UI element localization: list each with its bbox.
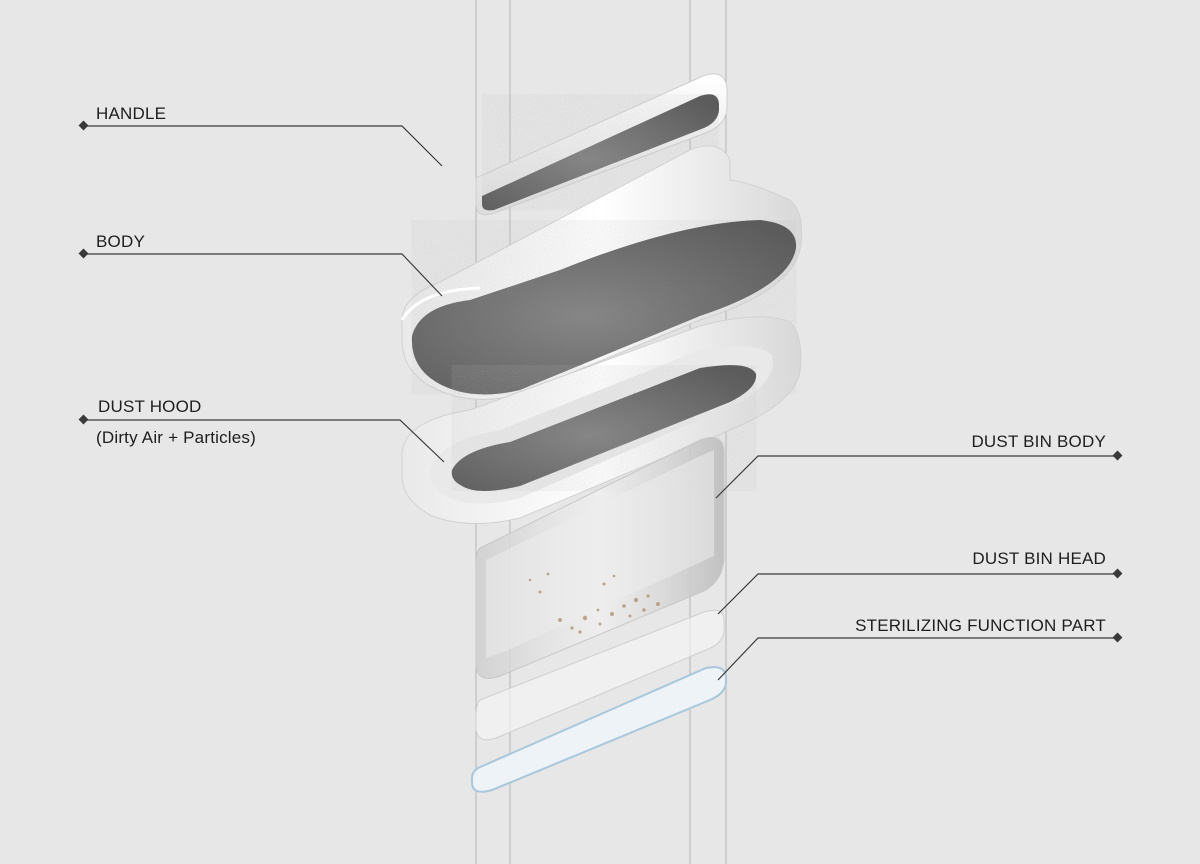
leader-dots bbox=[78, 120, 1123, 643]
dust-hood-part bbox=[401, 316, 802, 524]
label-dust-hood: DUST HOOD bbox=[98, 397, 202, 416]
dust-bin-body-part bbox=[475, 437, 725, 679]
leader-lines bbox=[84, 125, 1118, 681]
label-sterilizing-function-part: STERILIZING FUNCTION PART bbox=[855, 616, 1106, 635]
leader-body bbox=[84, 253, 443, 297]
leader-dust-hood bbox=[84, 419, 445, 463]
leader-dust-bin-head bbox=[717, 573, 1118, 615]
particles bbox=[528, 572, 660, 634]
leader-sterilizing bbox=[717, 637, 1118, 681]
label-dust-hood-sub: (Dirty Air + Particles) bbox=[96, 428, 256, 447]
handle-part bbox=[475, 73, 728, 216]
label-handle: HANDLE bbox=[96, 104, 167, 123]
sterilizing-part bbox=[471, 666, 727, 793]
body-part bbox=[400, 145, 803, 400]
leader-dust-bin-body bbox=[715, 455, 1118, 499]
dust-bin-head-part bbox=[475, 609, 725, 741]
label-dust-bin-body: DUST BIN BODY bbox=[971, 432, 1106, 451]
label-body: BODY bbox=[96, 232, 145, 251]
label-dust-bin-head: DUST BIN HEAD bbox=[972, 549, 1106, 568]
leader-handle bbox=[84, 125, 443, 167]
